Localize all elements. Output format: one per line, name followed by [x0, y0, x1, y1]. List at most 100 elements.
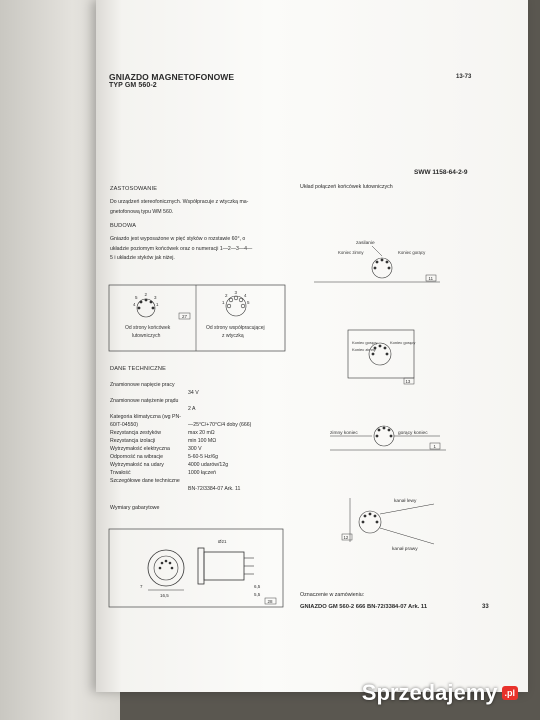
page-subtitle: TYP GM 560-2 — [109, 82, 157, 89]
diagram-pin — [383, 346, 387, 350]
pin-layout-figure: 4 5 2 3 1 Od strony końcówek lutowniczyc… — [108, 284, 286, 352]
diagram-wire — [371, 245, 383, 257]
pin-number: 1 — [156, 302, 159, 307]
diagram-pin — [378, 344, 382, 348]
diagram-fig-box — [429, 442, 441, 450]
spec-value: min 100 MΩ — [188, 438, 217, 444]
spec-value: 1000 łączeń — [188, 470, 216, 476]
diagram-pin — [373, 266, 377, 270]
diagram-pin — [375, 434, 379, 438]
spec-value: 34 V — [188, 390, 199, 396]
section-heading-wymiary: Wymiary gabarytowe — [110, 505, 160, 511]
pin-hole — [233, 295, 239, 301]
section-heading-dane: DANE TECHNICZNE — [110, 366, 167, 372]
diagram-wire — [379, 503, 435, 515]
diagram-pin — [389, 434, 393, 438]
diagram-pin — [373, 346, 377, 350]
watermark-text: Sprzedajemy — [361, 680, 498, 705]
catalog-code: 13-73 — [456, 74, 472, 80]
front-view-pin — [170, 566, 174, 570]
diagram-pin — [375, 260, 379, 264]
pin-hole — [240, 303, 246, 309]
diagram-socket — [358, 510, 382, 534]
diagram-pin — [373, 514, 377, 518]
pin-number: 5 — [135, 295, 138, 300]
section-heading-zastosowanie: ZASTOSOWANIE — [110, 186, 158, 192]
spec-value: max 20 mΩ — [188, 430, 215, 436]
diagram-pin — [371, 352, 375, 356]
dimension-label: Ø21 — [218, 539, 227, 544]
diagram-pin — [375, 520, 379, 524]
pin-number: 2 — [225, 293, 228, 298]
pin-number: 3 — [154, 295, 157, 300]
zastosowanie-line: Do urządzeń stereofonicznych. Współpracu… — [110, 199, 249, 205]
diagram-label: gorący koniec — [398, 430, 428, 436]
document-page: GNIAZDO MAGNETOFONOWE TYP GM 560-2 13-73… — [96, 0, 528, 692]
spec-label: Odporność na wibracje — [110, 454, 164, 460]
pin-hole — [228, 297, 234, 303]
diagram-pin — [385, 260, 389, 264]
watermark-logo: Sprzedajemy .pl — [362, 680, 518, 706]
pin-figure-frame — [108, 284, 286, 352]
section-heading-uklad: Układ połączeń końcówek lutowniczych — [300, 184, 393, 190]
budowa-text: Gniazdo jest wyposażone w pięć styków o … — [110, 235, 302, 264]
connection-diagram-3: zimny koniec gorący koniec 1 — [330, 425, 446, 451]
diagram-pin — [380, 258, 384, 262]
pin-number: 5 — [247, 300, 250, 305]
pin-number: 4 — [244, 293, 247, 298]
diagram-socket — [368, 342, 392, 366]
dimension-frame — [108, 528, 284, 608]
pin-dot — [144, 298, 148, 302]
zastosowanie-line: gnetofonową typu WM 560. — [110, 208, 174, 215]
watermark-suffix: .pl — [501, 686, 518, 700]
order-label: Oznaczenie w zamówieniu: — [300, 592, 365, 598]
diagram-pin — [361, 520, 365, 524]
pin-number: 2 — [145, 292, 148, 297]
spec-value: —25°C/+70°C/4 doby (666) — [188, 422, 252, 428]
dimension-fig-box — [264, 597, 277, 605]
pin-number: 1 — [222, 300, 225, 305]
spec-value: BN-72/3384-07 Ark. 11 — [188, 486, 241, 492]
pin-figure-number: 27 — [182, 314, 188, 319]
connection-diagram-1: zasilanie Koniec zimny Koniec gorący 11 — [314, 240, 440, 283]
spec-value: 300 V — [188, 446, 202, 452]
diagram-wire — [379, 527, 435, 545]
diagram-label: Koniec zimny — [352, 347, 376, 352]
pin-dot — [139, 300, 143, 304]
diagram-label: zasilanie — [356, 240, 375, 246]
spec-value: 2 A — [188, 406, 196, 412]
section-heading-budowa: BUDOWA — [110, 223, 137, 229]
side-view-body — [203, 551, 245, 581]
spec-label: Znamionowe natężenie prądu — [110, 398, 179, 404]
diagram-label: Koniec zimny — [338, 250, 364, 255]
diagram-fig-box — [341, 533, 353, 541]
front-view-pin — [158, 566, 162, 570]
diagram-housing — [347, 329, 415, 379]
spec-value: 4000 udarów/12g — [188, 462, 229, 468]
diagram-pin — [387, 266, 391, 270]
side-view-flange — [197, 547, 205, 585]
pin-number: 4 — [133, 302, 136, 307]
pin-dot — [137, 306, 141, 310]
diagram-fig-number: 11 — [429, 276, 434, 281]
pin-figure-label-left: Od strony końcówek — [125, 325, 171, 331]
pin-figure-number-box — [178, 312, 191, 320]
spec-label: Szczegółowe dane techniczne — [110, 478, 180, 484]
diagram-socket — [371, 257, 393, 279]
pin-figure-label-right: Od strony współpracującej — [206, 325, 265, 331]
diagram-pin — [368, 512, 372, 516]
dimension-drawing: 16,5 7 Ø21 6,5 5,5 28 — [108, 528, 284, 608]
diagram-label: Koniec gorący — [398, 250, 426, 255]
dimension-label: 7 — [140, 584, 143, 589]
zastosowanie-text: Do urządzeń stereofonicznych. Współpracu… — [110, 198, 300, 217]
standard-code: SWW 1158-64-2-9 — [414, 169, 468, 176]
front-view-inner — [153, 555, 179, 581]
pin-hole — [238, 297, 244, 303]
pin-dot — [151, 306, 155, 310]
budowa-line: Gniazdo jest wyposażone w pięć styków o … — [110, 236, 246, 242]
diagram-fig-box — [425, 274, 437, 282]
dimension-label: 16,5 — [160, 593, 169, 598]
socket-outline-right — [225, 295, 247, 317]
diagram-label: Koniec gorący — [352, 340, 377, 345]
order-value: GNIAZDO GM 560-2 666 BN-72/3384-07 Ark. … — [300, 604, 428, 610]
